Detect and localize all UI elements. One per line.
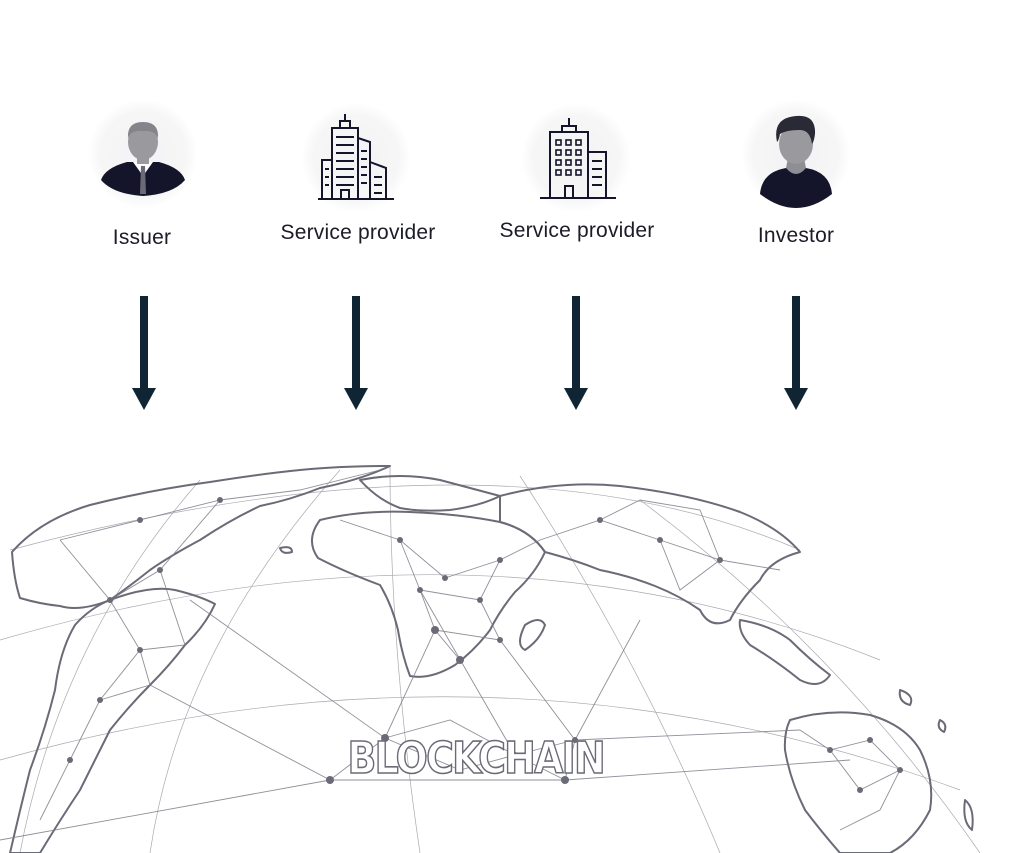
person-icon [760, 115, 832, 208]
arrow-down-icon [784, 296, 808, 410]
businessman-icon [101, 122, 185, 196]
actor-label-service-provider-1: Service provider [280, 221, 436, 244]
actor-label-issuer: Issuer [112, 226, 172, 249]
investor-avatar [742, 100, 850, 208]
office-tower-icon [540, 118, 616, 199]
service-provider-1-avatar [302, 104, 410, 212]
arrow-down-icon [564, 296, 588, 410]
issuer-avatar [89, 100, 197, 208]
office-building-icon [318, 114, 394, 200]
arrow-down-icon [132, 296, 156, 410]
world-network-globe [0, 465, 981, 853]
arrow-down-icon [344, 296, 368, 410]
actor-label-service-provider-2: Service provider [499, 219, 655, 242]
actor-label-investor: Investor [757, 224, 835, 247]
blockchain-label: BLOCKCHAIN [347, 732, 607, 785]
service-provider-2-avatar [522, 104, 630, 212]
